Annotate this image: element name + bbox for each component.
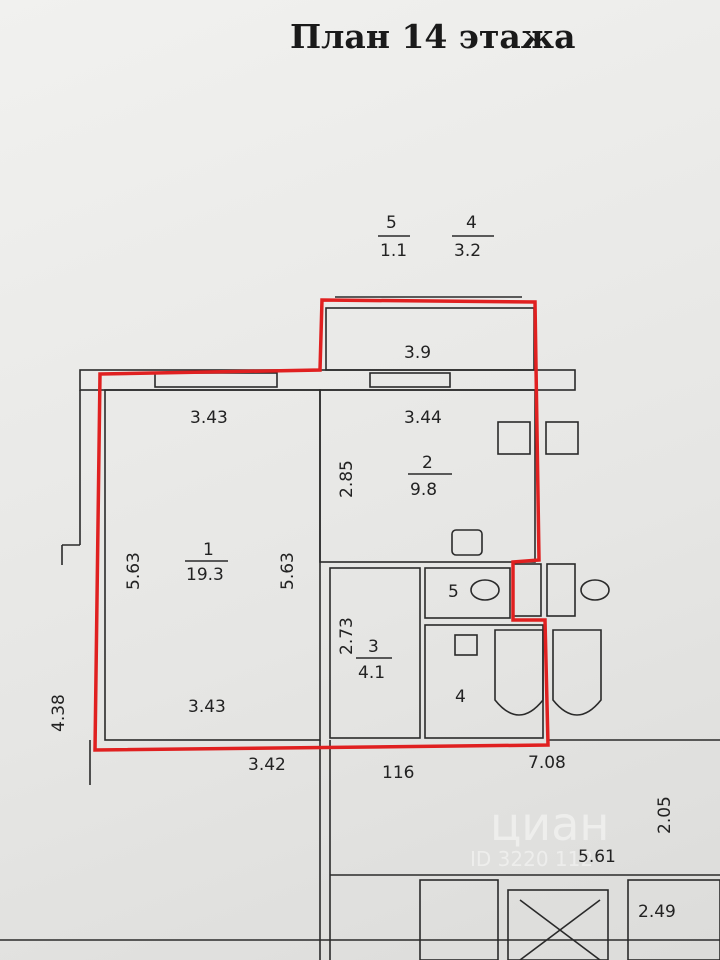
- balcony-4-area: 3.2: [454, 241, 481, 261]
- dimension-labels: 3.9 3.43 3.44 2.85 5.63 5.63 2.73 3.43 3…: [49, 343, 676, 922]
- dimension-label: 3.44: [404, 408, 442, 428]
- room-2-area: 9.8: [410, 480, 437, 500]
- walls: [0, 296, 720, 960]
- dimension-label: 7.08: [528, 753, 566, 773]
- sink-icon: [451, 529, 483, 556]
- balcony-5-number: 5: [386, 213, 397, 233]
- bathtub-icon: [494, 629, 544, 716]
- dimension-label: 5.61: [578, 847, 616, 867]
- toilet-icon: [580, 579, 610, 601]
- ventilation-shaft-icon: [512, 563, 542, 617]
- cian-watermark: циан ID 3220 112: [470, 797, 609, 871]
- balcony-labels: 5 1.1 4 3.2: [378, 213, 494, 261]
- dimension-label: 2.73: [337, 617, 357, 655]
- apartment-outline: [93, 298, 550, 752]
- room-1-area: 19.3: [186, 565, 224, 585]
- dimension-label: 5.63: [278, 552, 298, 590]
- room-4-number: 4: [455, 687, 466, 707]
- dimension-label: 2.05: [655, 796, 675, 834]
- dimension-label: 3.42: [248, 755, 286, 775]
- balcony-5-area: 1.1: [380, 241, 407, 261]
- svg-text:циан: циан: [490, 797, 609, 851]
- room-1-number: 1: [203, 540, 214, 560]
- room-3-area: 4.1: [358, 663, 385, 683]
- room-labels: 1 19.3 2 9.8 3 4.1 4 5: [185, 453, 466, 707]
- washbasin-icon: [454, 634, 478, 656]
- toilet-icon: [470, 579, 500, 601]
- room-5-number: 5: [448, 582, 459, 602]
- fixtures: [451, 421, 610, 716]
- bathtub-icon: [552, 629, 602, 716]
- svg-text:ID 3220 112: ID 3220 112: [470, 847, 593, 871]
- dimension-label: 116: [382, 763, 414, 783]
- dimension-label: 5.63: [124, 552, 144, 590]
- plan-title: План 14 этажа: [290, 17, 576, 56]
- dimension-label: 3.9: [404, 343, 431, 363]
- ventilation-shaft-icon: [546, 563, 576, 617]
- dimension-label: 4.38: [49, 694, 69, 732]
- dimension-label: 2.49: [638, 902, 676, 922]
- dimension-label: 3.43: [190, 408, 228, 428]
- dimension-label: 3.43: [188, 697, 226, 717]
- stove-icon: [497, 421, 531, 455]
- balcony-4-number: 4: [466, 213, 477, 233]
- dimension-label: 2.85: [337, 460, 357, 498]
- room-2-number: 2: [422, 453, 433, 473]
- room-3-number: 3: [368, 637, 379, 657]
- stove-icon: [545, 421, 579, 455]
